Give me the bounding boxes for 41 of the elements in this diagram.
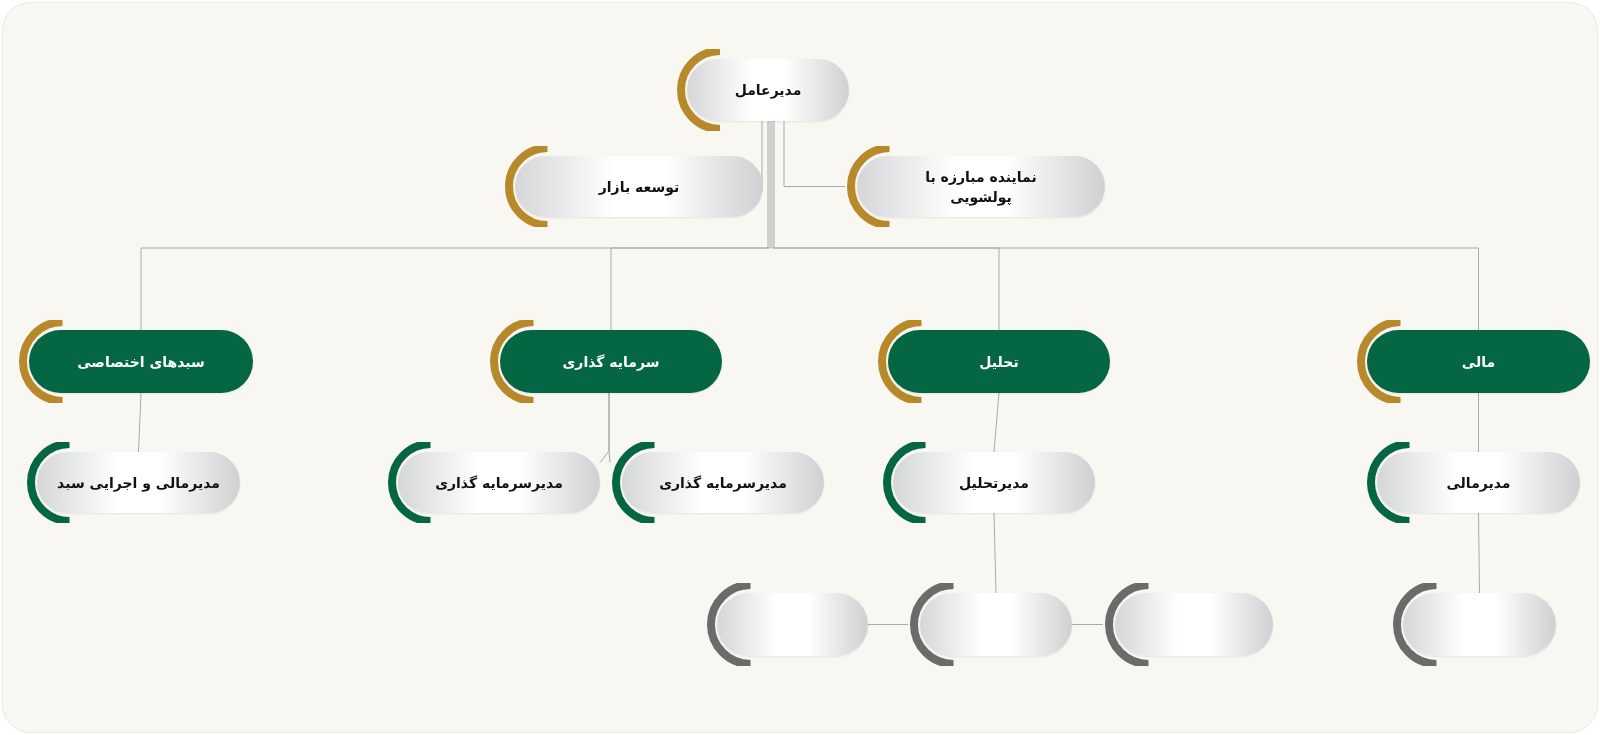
org-chart-node: [1365, 442, 1580, 523]
connector-line: [138, 392, 142, 453]
org-chart-node: [503, 146, 763, 227]
org-chart-node: [1355, 320, 1590, 403]
connector-line: [993, 392, 1000, 453]
org-chart-node: [908, 583, 1072, 666]
node-label: توسعه بازار: [598, 177, 680, 197]
node-label: مدیرتحلیل: [959, 473, 1029, 493]
org-chart-node: [1391, 583, 1556, 666]
connector-line: [1071, 624, 1104, 625]
node-label: مالی: [1461, 352, 1496, 372]
org-chart-node: [1103, 583, 1273, 666]
connector-line: [771, 120, 1000, 331]
connector-line: [1478, 392, 1479, 453]
node-label: مدیرمالی و اجرایی سبد: [57, 473, 220, 493]
connector-line: [140, 120, 769, 331]
node-label: نماینده مبارزه با پولشویی: [924, 167, 1038, 207]
connector-line: [783, 120, 846, 187]
node-label: سرمایه گذاری: [562, 352, 660, 372]
org-chart-node: [17, 320, 253, 403]
node-label: مدیرسرمایه گذاری: [659, 473, 787, 493]
connector-line: [610, 120, 771, 331]
node-label: مدیرسرمایه گذاری: [435, 473, 563, 493]
org-chart-node: [845, 146, 1105, 227]
connector-line: [1478, 512, 1480, 594]
node-label: مدیرمالی: [1446, 473, 1511, 493]
node-label: سبدهای اختصاصی: [77, 352, 205, 372]
connector-line: [773, 120, 1479, 331]
org-chart-node: [876, 320, 1110, 403]
org-chart-node: [705, 583, 868, 666]
node-label: تحلیل: [979, 352, 1019, 372]
connector-line: [599, 392, 610, 463]
org-chart-node: [675, 49, 849, 131]
org-chart-node: [386, 442, 600, 523]
org-chart-node: [881, 442, 1095, 523]
org-chart-node: [610, 442, 824, 523]
org-chart-node: [25, 442, 240, 523]
node-label: مدیرعامل: [734, 81, 802, 100]
org-chart-node: [488, 320, 722, 403]
connector-line: [867, 624, 909, 625]
connector-line: [993, 512, 997, 594]
